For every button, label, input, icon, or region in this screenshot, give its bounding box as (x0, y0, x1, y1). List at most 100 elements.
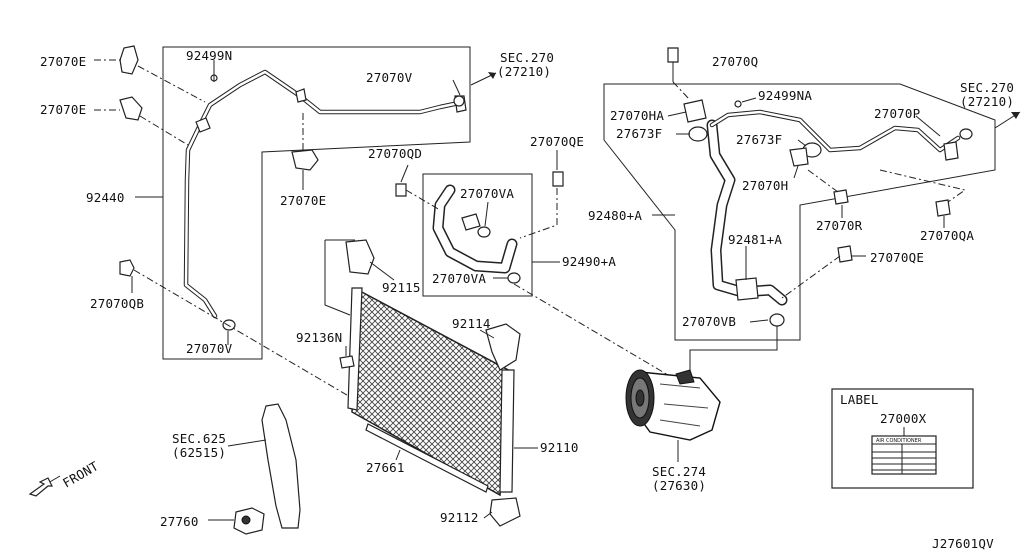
group-box-92440 (162, 46, 471, 360)
callout-27673F-b: 27673F (736, 132, 782, 147)
o-ring-27070P (959, 128, 973, 140)
bolt-27070QA (935, 199, 951, 217)
pipe-92480A (709, 109, 961, 153)
callout-27661: 27661 (366, 460, 405, 475)
hose-fitting (461, 213, 481, 231)
callout-27070P: 27070P (874, 106, 920, 121)
label-box-title: LABEL (840, 392, 879, 407)
leader-27070HA (667, 111, 687, 117)
front-arrow-icon (28, 475, 61, 497)
bracket-92115 (345, 239, 375, 275)
callout-27070E-a: 27070E (40, 54, 86, 69)
callout-sec270-right-sub: (27210) (960, 94, 1014, 109)
front-label: FRONT (60, 458, 101, 490)
callout-sec270-left: SEC.270 (500, 50, 554, 65)
callout-sec270-right: SEC.270 (960, 80, 1014, 95)
bolt-27070QE-right (837, 245, 853, 263)
clip-27070H (789, 147, 809, 167)
bracket-27070E-a (119, 45, 139, 75)
callout-27070VB: 27070VB (682, 314, 736, 329)
callout-27070R: 27070R (816, 218, 863, 233)
leader-27070QD-2 (405, 189, 441, 211)
leader-27070QE-mid-2 (519, 188, 558, 239)
bolt-27070R (833, 189, 849, 205)
clip-sec270-right (943, 141, 959, 161)
leader-27070VA-top (484, 201, 489, 227)
callout-92110: 92110 (540, 440, 579, 455)
callout-92481A: 92481+A (728, 232, 782, 247)
leader-92112 (483, 511, 493, 519)
callout-27000X: 27000X (880, 411, 927, 426)
leader-27070Q-2 (672, 81, 691, 101)
callout-92136N: 92136N (296, 330, 342, 345)
pipe-clip (195, 117, 211, 133)
callout-sec625: SEC.625 (172, 431, 226, 446)
leader-92114 (479, 329, 495, 339)
sensor-27760-port (241, 515, 251, 525)
bolt-27070Q (667, 47, 679, 63)
callout-27760: 27760 (160, 514, 199, 529)
callout-92499NA: 92499NA (758, 88, 812, 103)
hose-crimp-92481A (735, 277, 759, 301)
callout-27673F-a: 27673F (616, 126, 662, 141)
callout-92499N: 92499N (186, 48, 232, 63)
callout-92480A: 92480+A (588, 208, 642, 223)
leader-27673F-b (797, 139, 807, 147)
receiver-92112 (489, 497, 521, 527)
leader-27070V-top (452, 79, 461, 96)
callout-sec274-sub: (27630) (652, 478, 706, 493)
o-ring-27070V-top (453, 95, 465, 107)
callout-92440: 92440 (86, 190, 125, 205)
seal-27661 (365, 423, 489, 493)
leader-27070P (915, 115, 941, 137)
leader-27070E-b2 (139, 115, 189, 146)
bolt-92499NA (734, 100, 742, 108)
callout-27070Q: 27070Q (712, 54, 758, 69)
leader-27070QB-2 (133, 269, 353, 399)
leader-27070VB (749, 319, 769, 323)
hose-92490A (432, 184, 518, 274)
cap-27673F-a (688, 126, 708, 142)
callout-27070E-b: 27070E (40, 102, 86, 117)
leader-27070QA-2 (879, 169, 967, 203)
callout-27070QE-right: 27070QE (870, 250, 924, 265)
diagram-code: J27601QV (932, 536, 994, 551)
bolt-27070QE-mid (552, 171, 564, 187)
part-92136N (339, 355, 355, 369)
leader-92499NA (741, 97, 757, 103)
insulator-27070HA (683, 99, 707, 123)
o-ring-27070VA-top (477, 226, 491, 238)
callout-92490A: 92490+A (562, 254, 616, 269)
leader-27070E-a2 (137, 65, 206, 103)
arrowhead-sec270-right (1011, 112, 1020, 119)
callout-27070V-bottom: 27070V (186, 341, 233, 356)
pipe-92440 (183, 69, 462, 319)
pipe-clamp (295, 88, 307, 103)
leader-27070H (793, 165, 799, 179)
leader-27070QD (400, 164, 409, 183)
arrowhead-sec270-left (488, 72, 496, 79)
callout-27070VA-top: 27070VA (460, 186, 514, 201)
bracket-27070E-c (291, 149, 319, 171)
radiator-core-support (261, 403, 301, 529)
leader-92115 (369, 261, 395, 281)
o-ring-27070VB (769, 313, 785, 327)
o-ring-27070VA-bottom (507, 272, 521, 284)
bracket-27070E-b (119, 96, 143, 121)
leader-sec625 (227, 439, 267, 447)
callout-27070QB: 27070QB (90, 296, 144, 311)
callout-sec270-left-sub: (27210) (497, 64, 551, 79)
callout-27070QA: 27070QA (920, 228, 974, 243)
hose-92480A (706, 119, 788, 306)
callout-27070E-c: 27070E (280, 193, 326, 208)
bolt-27070QD (395, 183, 407, 197)
o-ring-27070V-bottom (222, 319, 236, 331)
callout-27070V-top: 27070V (366, 70, 413, 85)
condenser-right-tank (499, 369, 515, 493)
callout-92112: 92112 (440, 510, 479, 525)
compressor-sec274 (625, 369, 721, 441)
group-bracket-line (324, 240, 351, 316)
callout-27070HA: 27070HA (610, 108, 664, 123)
label-sticker-grid (872, 443, 936, 474)
